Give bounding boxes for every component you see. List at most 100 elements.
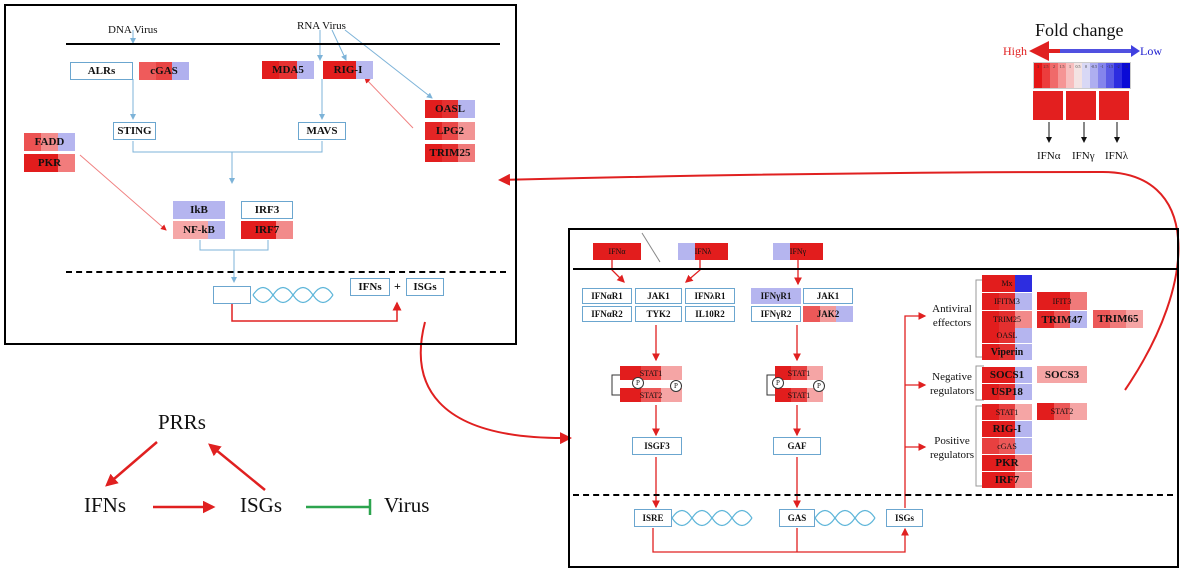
irf7-node-2: IRF7 [982,472,1033,488]
scale-cell: 2 [1050,63,1058,88]
gas-node: GAS [779,509,815,527]
socs1-node: SOCS1 [982,367,1033,383]
stat2-node: STAT2 [1037,403,1088,420]
ifng-ligand: IFNγ [773,243,824,260]
phospho-icon: P [632,377,644,389]
feedback-link [498,170,1180,391]
trim65-node: TRIM65 [1093,310,1144,328]
scale-tick: 3 [1037,64,1039,69]
scale-tick: 2.5 [1043,64,1049,69]
virus-pathway-arrows [130,29,433,283]
ifnar1-node: IFNαR1 [582,288,632,304]
ifnar2-node: IFNαR2 [582,306,632,322]
tyk2-node: TYK2 [635,306,682,322]
scale-cell: -1.5 [1106,63,1114,88]
oasl-node-2: OASL [982,328,1033,343]
isgf3-node: ISGF3 [632,437,682,455]
gaf-node: GAF [773,437,821,455]
ifngr2-node: IFNγR2 [751,306,801,322]
il10r2-node: IL10R2 [685,306,735,322]
scale-tick: -1.5 [1106,64,1114,69]
summary-arrows [105,441,372,515]
promoter-box [213,286,251,304]
legend-ifn-a: IFNα [1037,150,1061,162]
legend-low: Low [1140,44,1162,58]
swatch-ifn-g [1066,91,1096,120]
dna-virus-label: DNA Virus [108,24,158,36]
alrs-node: ALRs [70,62,133,80]
swatch-ifn-l [1099,91,1129,120]
scale-tick: 1.5 [1059,64,1065,69]
summary-ifns: IFNs [84,493,127,517]
ifns-node: IFNs [350,278,390,296]
nucleus-line [66,271,506,273]
legend-ifn-l: IFNλ [1105,150,1129,162]
jak1-g-node: JAK1 [803,288,853,304]
swatch-ifn-a [1033,91,1063,120]
usp18-node: USP18 [982,384,1033,400]
irf3-node: IRF3 [241,201,293,219]
isgs-node: ISGs [406,278,444,296]
pkr-node-2: PKR [982,455,1033,471]
rig1-node-2: RIG-I [982,421,1033,437]
cgas-node: cGAS [139,62,190,80]
cgas-node-2: cGAS [982,438,1033,454]
stat1-node: STAT1 [982,404,1033,420]
oasl-node: OASL [425,100,476,118]
stat1-a-node: STAT1 [620,366,683,380]
fadd-node: FADD [24,133,75,151]
phospho-icon: P [772,377,784,389]
socs3-node: SOCS3 [1037,366,1088,383]
scale-cell: -3 [1122,63,1130,88]
scale-tick: -0.5 [1090,64,1098,69]
scale-cell: -0.5 [1090,63,1098,88]
scale-cell: 1.5 [1058,63,1066,88]
scale-cell: 0 [1082,63,1090,88]
scale-cell: -2 [1114,63,1122,88]
ifna-ligand: IFNα [593,243,641,260]
scale-cell: 1 [1066,63,1074,88]
mavs-node: MAVS [298,122,346,140]
trim25-node-2: TRIM25 [982,311,1033,328]
virus-sensing-panel [4,4,517,345]
pkr-node: PKR [24,154,75,172]
trim25-node: TRIM25 [425,144,476,162]
isgs-node-2: ISGs [886,509,923,527]
scale-cell: 0.5 [1074,63,1082,88]
scale-cell: -1 [1098,63,1106,88]
mx-node: Mx [982,275,1033,292]
dna-helix [252,286,876,527]
jak1-a-node: JAK1 [635,288,682,304]
scale-tick: -3 [1124,64,1128,69]
stat1-g1-node: STAT1 [775,366,823,380]
ifnl-ligand: IFNλ [678,243,729,260]
ifitm3-node: IFITM3 [982,293,1033,310]
trim47-node: TRIM47 [1037,311,1088,328]
jak2-node: JAK2 [803,306,854,322]
summary-virus: Virus [384,493,430,517]
scale-tick: -2 [1116,64,1120,69]
nfkb-node: NF-kB [173,221,225,239]
scale-tick: 0 [1085,64,1087,69]
scale-tick: 2 [1053,64,1055,69]
plus-sign: + [394,279,401,293]
sting-node: STING [113,122,156,140]
phospho-icon: P [670,380,682,392]
ifngr1-node: IFNγR1 [751,288,802,304]
summary-isgs: ISGs [240,493,283,517]
membrane-line [66,43,500,45]
ifit3-node: IFIT3 [1037,292,1088,310]
scale-cell: 3 [1034,63,1042,88]
rig1-node: RIG-I [323,61,374,79]
isre-node: ISRE [634,509,672,527]
ifnlr1-node: IFNλR1 [685,288,735,304]
lpg2-node: LPG2 [425,122,476,140]
ikb-node: IkB [173,201,225,219]
ifn-color-swatches [1033,91,1129,120]
mda5-node: MDA5 [262,61,314,79]
summary-prrs: PRRs [158,410,206,434]
